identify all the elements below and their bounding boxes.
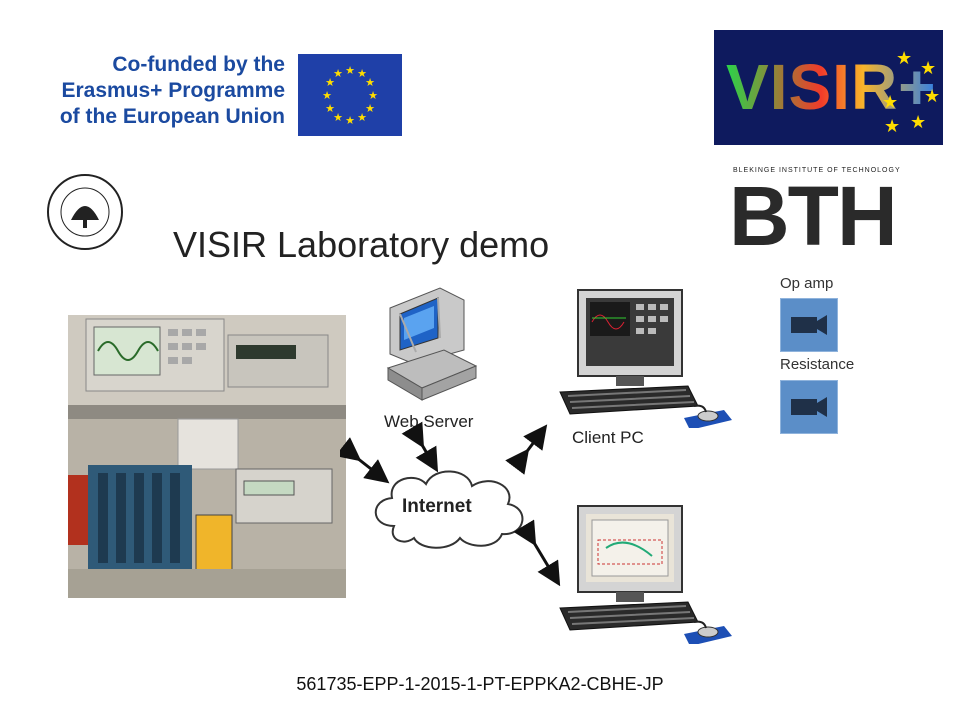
eu-flag-icon: ★★★ ★★★ ★★★ ★★★: [298, 54, 402, 136]
svg-text:★: ★: [896, 48, 912, 69]
client-pc-bottom-icon: [556, 504, 736, 649]
svg-text:★: ★: [357, 111, 367, 124]
erasmus-line-1: Co-funded by the: [112, 53, 285, 76]
svg-text:★: ★: [333, 111, 343, 124]
svg-text:★: ★: [345, 64, 355, 77]
svg-text:★: ★: [924, 86, 940, 107]
video-camera-icon: [791, 315, 827, 335]
svg-text:★: ★: [910, 112, 926, 133]
bth-logo-text: BTH: [729, 169, 898, 263]
svg-text:★: ★: [365, 102, 375, 115]
visir-logo: [714, 30, 943, 145]
svg-text:★: ★: [365, 76, 375, 89]
svg-text:★: ★: [882, 92, 898, 113]
arrow-photo-internet: [340, 437, 390, 484]
client-pc-label: Client PC: [572, 428, 644, 447]
resistance-camera-button[interactable]: [780, 380, 838, 434]
internet-label: Internet: [402, 496, 472, 517]
slide-title: VISIR Laboratory demo: [173, 224, 550, 265]
svg-text:★: ★: [333, 67, 343, 80]
svg-text:★: ★: [920, 58, 936, 79]
svg-text:★: ★: [325, 102, 335, 115]
erasmus-line-3: of the European Union: [59, 105, 285, 128]
erasmus-line-2: Erasmus+ Programme: [61, 79, 285, 102]
erasmus-cofunded-text: Co-funded by the Erasmus+ Programme of t…: [40, 52, 285, 130]
visir-logo-text: VISIR+: [726, 51, 937, 123]
svg-text:★: ★: [322, 89, 332, 102]
svg-text:★: ★: [357, 67, 367, 80]
internet-cloud-icon: [364, 462, 534, 557]
svg-text:★: ★: [345, 114, 355, 127]
svg-text:★: ★: [368, 89, 378, 102]
svg-text:★: ★: [884, 116, 900, 137]
lab-equipment-photo: [68, 315, 346, 598]
svg-text:★: ★: [325, 76, 335, 89]
arrow-internet-clientpc: [505, 424, 548, 475]
arrow-server-internet: [401, 421, 439, 473]
resistance-label: Resistance: [780, 356, 855, 373]
op-amp-label: Op amp: [780, 275, 834, 292]
visir-stars-icon: ★ ★ ★ ★ ★ ★: [880, 44, 942, 145]
client-pc-icon: [556, 288, 736, 433]
connection-arrows: [340, 421, 561, 587]
web-server-icon: [378, 284, 478, 409]
bth-subtitle: BLEKINGE INSTITUTE OF TECHNOLOGY: [733, 167, 901, 174]
video-camera-icon: [791, 397, 827, 417]
bth-seal-logo: [45, 172, 125, 257]
project-code: 561735-EPP-1-2015-1-PT-EPPKA2-CBHE-JP: [296, 674, 664, 694]
op-amp-camera-button[interactable]: [780, 298, 838, 352]
arrow-internet-clientpc-bottom: [513, 519, 561, 587]
